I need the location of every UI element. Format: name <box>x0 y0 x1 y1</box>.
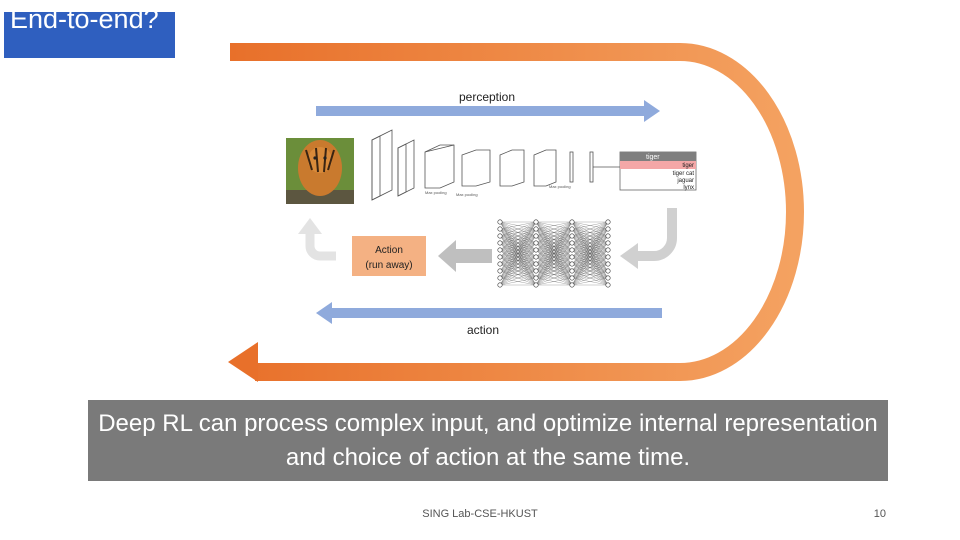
perception-arrow <box>316 106 646 116</box>
class-label-4: jaguar <box>676 178 694 184</box>
nn-node <box>569 282 575 288</box>
nn-node <box>605 240 611 246</box>
classifier-output: tiger tiger tiger cat jaguar lynx <box>619 151 697 191</box>
gray-curve-arrow-right <box>636 208 677 261</box>
nn-node <box>533 240 539 246</box>
nn-node <box>605 261 611 267</box>
nn-node <box>605 275 611 281</box>
action-box-line2: (run away) <box>365 260 412 271</box>
nn-node <box>605 233 611 239</box>
nn-node <box>569 268 575 274</box>
loop-arrow <box>230 43 804 381</box>
nn-node <box>605 282 611 288</box>
nn-node <box>533 261 539 267</box>
nn-node <box>605 254 611 260</box>
nn-node <box>497 247 503 253</box>
nn-node <box>497 254 503 260</box>
end-to-end-diagram: perception Max pooling Max pooling Max p… <box>228 43 804 382</box>
class-label-3: tiger cat <box>673 171 695 177</box>
footer-text: SING Lab-CSE-HKUST <box>422 508 538 520</box>
nn-node <box>569 275 575 281</box>
class-label-1: tiger <box>646 154 660 161</box>
gray-arrow-left <box>452 249 492 263</box>
nn-node <box>497 268 503 274</box>
action-box-line1: Action <box>375 245 403 256</box>
svg-text:Max pooling: Max pooling <box>456 192 478 197</box>
svg-text:Max pooling: Max pooling <box>549 184 571 189</box>
tiger-image <box>286 138 354 204</box>
nn-node <box>533 233 539 239</box>
page-number: 10 <box>873 508 886 520</box>
loop-arrow-head <box>228 342 258 382</box>
nn-node <box>533 247 539 253</box>
nn-node <box>497 219 503 225</box>
nn-node <box>605 247 611 253</box>
nn-node <box>533 226 539 232</box>
nn-node <box>497 261 503 267</box>
class-label-5: lynx <box>683 185 694 191</box>
perception-arrow-head <box>644 100 660 122</box>
caption-text: Deep RL can process complex input, and o… <box>98 409 878 471</box>
cnn-architecture: Max pooling Max pooling Max pooling <box>371 129 620 201</box>
nn-node <box>533 268 539 274</box>
nn-node <box>497 233 503 239</box>
class-label-2: tiger <box>682 163 694 169</box>
nn-node <box>569 240 575 246</box>
action-arrow <box>330 308 662 318</box>
nn-node <box>569 261 575 267</box>
nn-node <box>497 275 503 281</box>
caption-box: Deep RL can process complex input, and o… <box>88 400 888 481</box>
nn-node <box>497 282 503 288</box>
nn-node <box>533 219 539 225</box>
nn-node <box>533 275 539 281</box>
nn-node <box>569 247 575 253</box>
slide-title: End-to-end? <box>10 12 159 34</box>
slide-title-box: End-to-end? <box>4 12 175 58</box>
neural-network <box>497 219 611 288</box>
nn-node <box>569 254 575 260</box>
action-label: action <box>467 323 499 337</box>
action-box <box>352 236 426 276</box>
nn-node <box>569 233 575 239</box>
gray-curve-arrow-left <box>305 232 336 261</box>
nn-node <box>533 254 539 260</box>
nn-node <box>605 226 611 232</box>
nn-node <box>569 226 575 232</box>
nn-node <box>569 219 575 225</box>
nn-node <box>533 282 539 288</box>
nn-node <box>497 240 503 246</box>
nn-node <box>605 219 611 225</box>
svg-text:Max pooling: Max pooling <box>425 190 447 195</box>
nn-node <box>605 268 611 274</box>
perception-label: perception <box>459 90 515 104</box>
action-arrow-head <box>316 302 332 324</box>
nn-node <box>497 226 503 232</box>
